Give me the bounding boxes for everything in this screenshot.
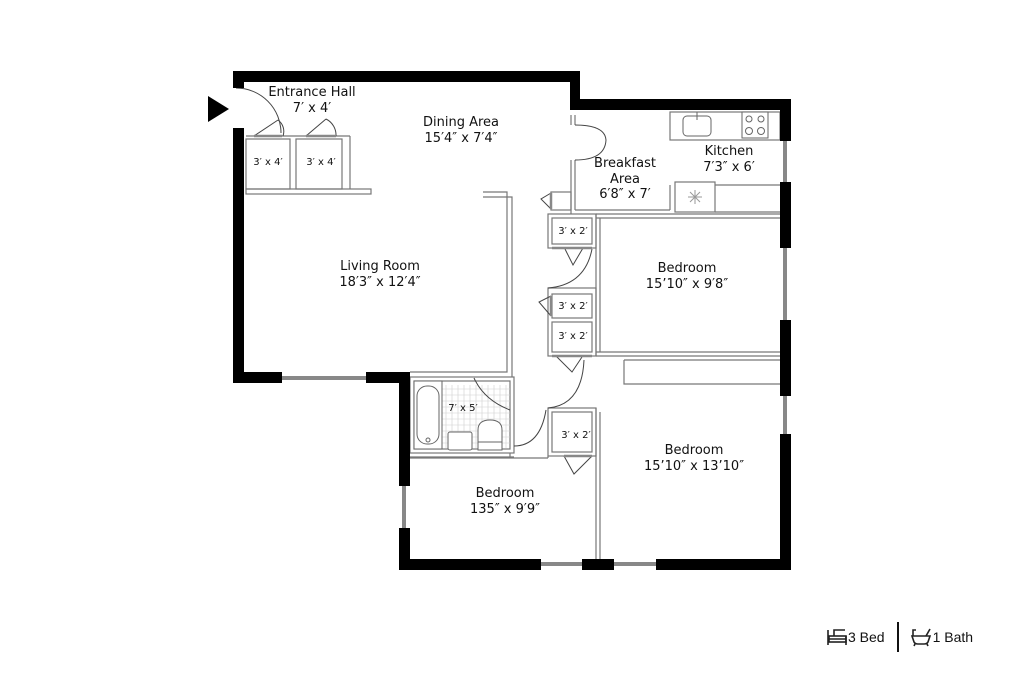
room-bedroom-2: Bedroom 15’10″ x 13’10″ <box>644 443 744 474</box>
kitchen-fixtures <box>682 111 769 204</box>
room-living-room: Living Room 18′3″ x 12′4″ <box>339 259 420 290</box>
room-dimensions: 15′4″ x 7′4″ <box>424 130 498 146</box>
toilet <box>477 419 503 451</box>
room-name: Breakfast Area <box>594 156 656 187</box>
closet-entrance-1: 3′ x 4′ <box>253 157 283 168</box>
room-dining-area: Dining Area 15′4″ x 7′4″ <box>423 115 499 146</box>
room-dimensions: 135″ x 9′9″ <box>470 501 540 517</box>
room-name: Entrance Hall <box>268 85 356 100</box>
interior-walls <box>245 111 781 560</box>
closet-hall-3: 3′ x 2′ <box>558 331 588 342</box>
fan-icon <box>688 190 702 204</box>
room-dimensions: 7′3″ x 6′ <box>703 159 755 175</box>
bathroom-fixtures <box>413 380 503 451</box>
room-name: Dining Area <box>422 115 500 130</box>
property-summary: 3 Bed 1 Bath <box>826 622 973 652</box>
entrance-arrow-icon <box>208 96 229 122</box>
room-name: Bedroom <box>657 261 717 276</box>
room-breakfast-area: Breakfast Area 6′8″ x 7′ <box>594 156 656 203</box>
room-kitchen: Kitchen 7′3″ x 6′ <box>703 144 755 175</box>
windows <box>282 141 787 566</box>
room-dimensions: 7′ x 4′ <box>292 100 332 116</box>
beds-summary: 3 Bed <box>826 627 885 647</box>
sink <box>447 431 473 451</box>
closet-hall-2: 3′ x 2′ <box>558 301 588 312</box>
room-dimensions: 15’10″ x 13’10″ <box>643 458 745 474</box>
room-name: Bedroom <box>664 443 724 458</box>
room-dimensions: 18′3″ x 12′4″ <box>339 274 421 290</box>
exterior-walls <box>233 71 791 570</box>
room-name: Living Room <box>340 259 420 274</box>
baths-count: 1 Bath <box>932 629 974 645</box>
stove <box>741 111 769 139</box>
closet-bedroom-3: 3′ x 2′ <box>561 430 591 441</box>
bed-icon <box>827 629 847 645</box>
baths-summary: 1 Bath <box>909 627 973 647</box>
room-name: Kitchen <box>704 144 754 159</box>
room-entrance-hall: Entrance Hall 7′ x 4′ <box>268 85 355 116</box>
door-thresholds <box>254 134 592 458</box>
closet-entrance-2: 3′ x 4′ <box>306 157 336 168</box>
beds-count: 3 Bed <box>848 629 885 645</box>
room-bedroom-3: Bedroom 135″ x 9′9″ <box>470 486 540 517</box>
doors <box>235 87 607 475</box>
room-dimensions: 15’10″ x 9′8″ <box>645 276 729 292</box>
bathroom-label: 7′ x 5′ <box>448 403 478 414</box>
closet-hall-1: 3′ x 2′ <box>558 226 588 237</box>
room-name: Bedroom <box>475 486 535 501</box>
room-dimensions: 6′8″ x 7′ <box>599 187 651 203</box>
room-bedroom-1: Bedroom 15’10″ x 9′8″ <box>646 261 728 292</box>
bathtub-icon <box>910 628 931 647</box>
summary-divider <box>896 622 899 652</box>
